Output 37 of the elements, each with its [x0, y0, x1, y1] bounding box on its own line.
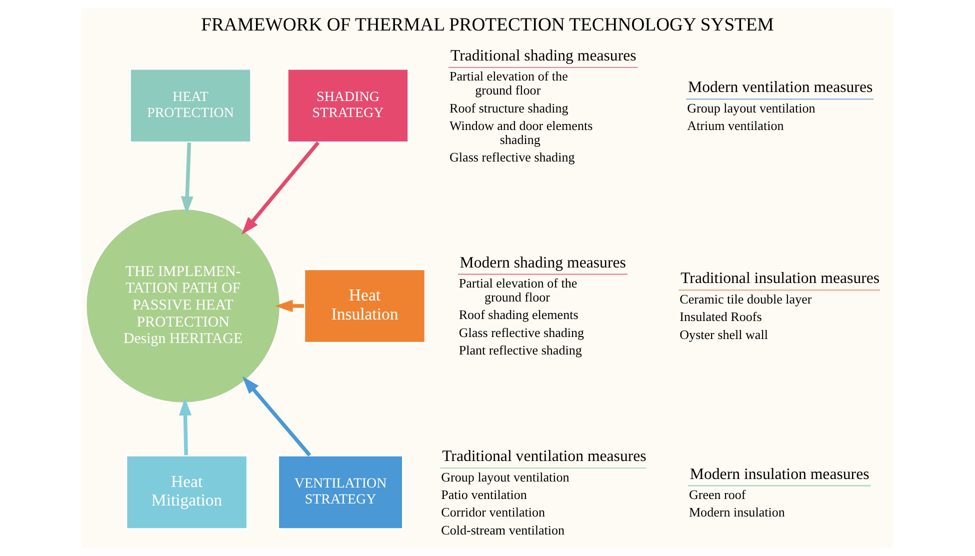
label: Traditional ventilation measures — [442, 448, 646, 466]
arrow — [242, 141, 320, 235]
label: Cold-stream ventilation — [441, 522, 565, 538]
label: Roof structure shading — [450, 100, 568, 116]
label: Insulated Roofs — [680, 309, 762, 324]
label: Oyster shell wall — [680, 326, 768, 342]
label: Plant reflective shading — [458, 342, 582, 358]
label: Traditional insulation measures — [680, 270, 880, 288]
arrow — [179, 398, 192, 456]
arrow — [180, 142, 194, 214]
label: Group layout ventilation — [687, 100, 816, 116]
node-box: VENTILATION STRATEGY — [277, 454, 404, 530]
node-circle: THE IMPLEMEN- TATION PATH OF PASSIVE HEAT PROTECTION Design HERITAGE — [84, 208, 282, 404]
label: Traditional shading measures — [450, 48, 636, 65]
label: Green roof — [688, 486, 746, 502]
label: Modern insulation measures — [690, 466, 870, 483]
label: Partial elevation of the ground floor — [458, 276, 578, 304]
node-box: SHADING STRATEGY — [286, 68, 410, 144]
label: Roof shading elements — [458, 307, 578, 322]
arrow — [275, 300, 304, 312]
label: Ceramic tile double layer — [680, 291, 812, 306]
label: Modern shading measures — [460, 254, 626, 272]
label: Group layout ventilation — [441, 469, 570, 484]
node-box: Heat Mitigation — [125, 454, 248, 530]
label: Patio ventilation — [441, 486, 527, 502]
label: Modern insulation — [688, 504, 785, 520]
label: Modern ventilation measures — [688, 79, 873, 96]
arrow — [242, 376, 312, 456]
label: Glass reflective shading — [458, 324, 584, 340]
label: Partial elevation of the ground floor — [450, 68, 568, 98]
node-box: HEAT PROTECTION — [129, 68, 252, 144]
diagram-title: FRAMEWORK OF THERMAL PROTECTION TECHNOLOGY SYSTEM — [201, 14, 774, 36]
node-box: Heat Insulation — [303, 268, 426, 344]
label: Glass reflective shading — [450, 150, 575, 165]
label: Atrium ventilation — [687, 118, 784, 134]
label: Corridor ventilation — [441, 504, 546, 520]
label: Window and door elements shading — [450, 118, 593, 148]
